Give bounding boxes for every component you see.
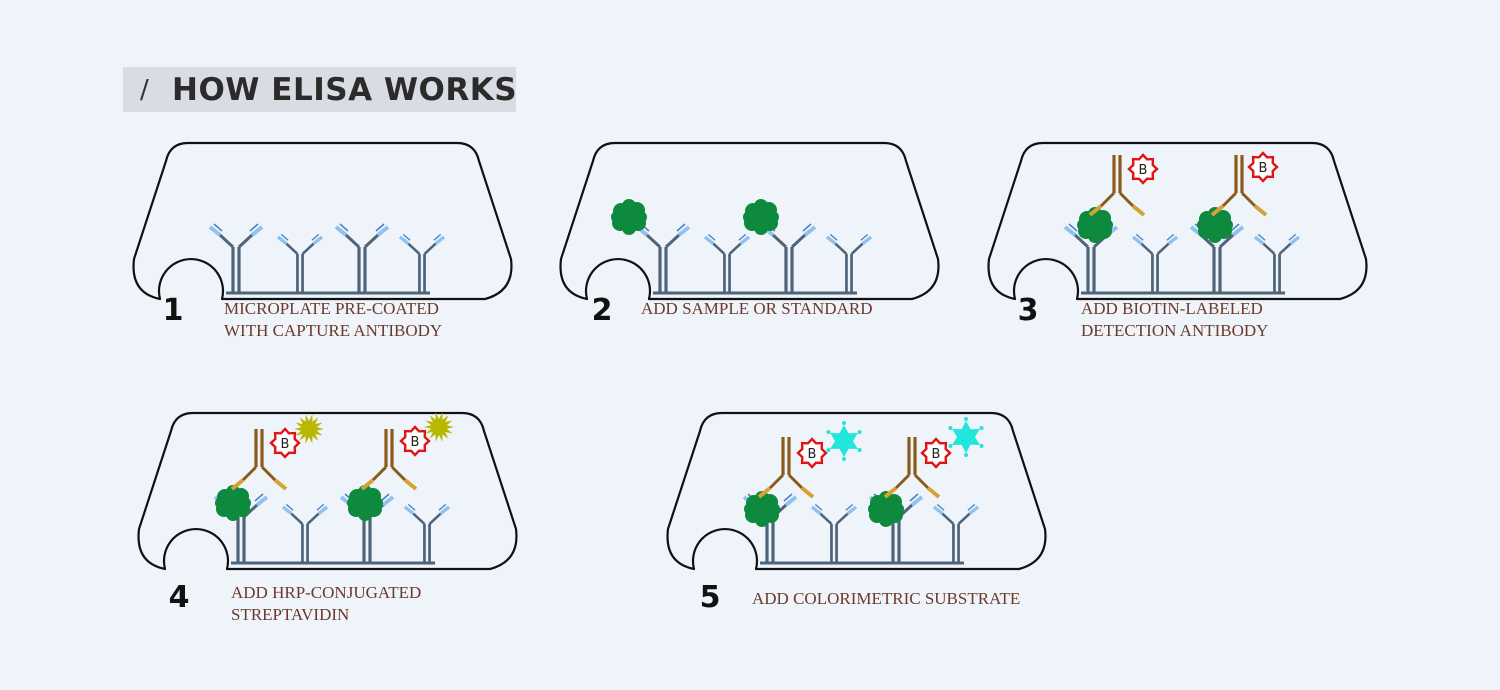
step-4-panel-outline — [137, 411, 518, 571]
step-4-label-line-2: STREPTAVIDIN — [231, 605, 350, 624]
step-1-capture-antibody-2 — [276, 233, 324, 293]
step-3-antigen-1 — [1077, 207, 1113, 243]
step-5-biotin-2: B — [920, 437, 952, 469]
step-3-antigen-2 — [1197, 207, 1233, 243]
step-2-capture-antibody-3 — [761, 223, 817, 293]
step-4-detection-antibody-1 — [230, 429, 288, 491]
step-1-label: MICROPLATE PRE-COATED WITH CAPTURE ANTIB… — [224, 298, 442, 342]
biotin-letter: B — [411, 435, 420, 450]
step-3-label-line-1: ADD BIOTIN-LABELED — [1081, 299, 1263, 318]
step-1-panel-outline — [132, 141, 513, 301]
title-slash: / — [140, 75, 149, 105]
step-2-antigen-2 — [743, 199, 779, 235]
step-4-biotin-2: B — [399, 425, 431, 457]
step-5-antigen-2 — [868, 491, 904, 527]
step-3-capture-antibody-2 — [1131, 233, 1179, 293]
step-5-substrate-2 — [948, 417, 984, 457]
biotin-letter: B — [281, 437, 290, 452]
step-2-panel-outline — [559, 141, 940, 301]
step-1-panel — [132, 141, 513, 301]
step-2-label-line-1: ADD SAMPLE OR STANDARD — [641, 299, 873, 318]
step-3-capture-antibody-1 — [1063, 223, 1119, 293]
step-4-label: ADD HRP-CONJUGATED STREPTAVIDIN — [231, 582, 421, 626]
step-2-number: 2 — [591, 293, 613, 328]
step-5-label-line-1: ADD COLORIMETRIC SUBSTRATE — [752, 589, 1021, 608]
biotin-letter: B — [1259, 161, 1268, 176]
step-1-number: 1 — [162, 293, 184, 328]
step-3-detection-antibody-2 — [1210, 155, 1268, 217]
step-4-hrp-1 — [294, 414, 324, 444]
step-4-label-line-1: ADD HRP-CONJUGATED — [231, 583, 422, 602]
step-2-capture-antibody-4 — [825, 233, 873, 293]
step-3-detection-antibody-1 — [1088, 155, 1146, 217]
step-4-biotin-1: B — [269, 427, 301, 459]
step-5-antigen-1 — [744, 491, 780, 527]
step-5-capture-antibody-2 — [810, 503, 858, 563]
step-5-detection-antibody-1 — [757, 437, 815, 499]
step-3-label: ADD BIOTIN-LABELED DETECTION ANTIBODY — [1081, 298, 1268, 342]
step-1-label-line-2: WITH CAPTURE ANTIBODY — [224, 321, 443, 340]
title-bar — [123, 67, 516, 112]
step-5-biotin-1: B — [796, 437, 828, 469]
step-1-capture-antibody-4 — [398, 233, 446, 293]
step-2-antigen-1 — [611, 199, 647, 235]
biotin-letter: B — [932, 447, 941, 462]
step-3-label-line-2: DETECTION ANTIBODY — [1081, 321, 1269, 340]
step-4-capture-antibody-4 — [403, 503, 451, 563]
step-2-capture-antibody-1 — [635, 223, 691, 293]
step-3-biotin-1: B — [1127, 153, 1159, 185]
step-4-hrp-2 — [424, 412, 454, 442]
step-2-capture-antibody-2 — [703, 233, 751, 293]
step-4-detection-antibody-2 — [360, 429, 418, 491]
step-3-number: 3 — [1017, 293, 1039, 328]
biotin-letter: B — [1139, 163, 1148, 178]
step-5-label: ADD COLORIMETRIC SUBSTRATE — [752, 588, 1020, 610]
step-5-substrate-1 — [826, 421, 862, 461]
step-1-capture-antibody-3 — [334, 223, 390, 293]
step-1-capture-antibody-1 — [208, 223, 264, 293]
step-2-panel — [559, 141, 940, 301]
step-4-antigen-2 — [347, 485, 383, 521]
step-3-panel-outline — [987, 141, 1368, 301]
step-2-label: ADD SAMPLE OR STANDARD — [641, 298, 872, 320]
step-3-capture-antibody-4 — [1253, 233, 1301, 293]
step-1-label-line-1: MICROPLATE PRE-COATED — [224, 299, 439, 318]
step-5-panel-outline — [666, 411, 1047, 571]
page-title: HOW ELISA WORKS — [172, 72, 518, 108]
step-4-antigen-1 — [215, 485, 251, 521]
step-4-capture-antibody-2 — [281, 503, 329, 563]
step-4-number: 4 — [168, 580, 190, 615]
step-5-capture-antibody-4 — [932, 503, 980, 563]
step-3-biotin-2: B — [1247, 151, 1279, 183]
biotin-letter: B — [808, 447, 817, 462]
step-5-number: 5 — [699, 580, 721, 615]
step-5-detection-antibody-2 — [883, 437, 941, 499]
